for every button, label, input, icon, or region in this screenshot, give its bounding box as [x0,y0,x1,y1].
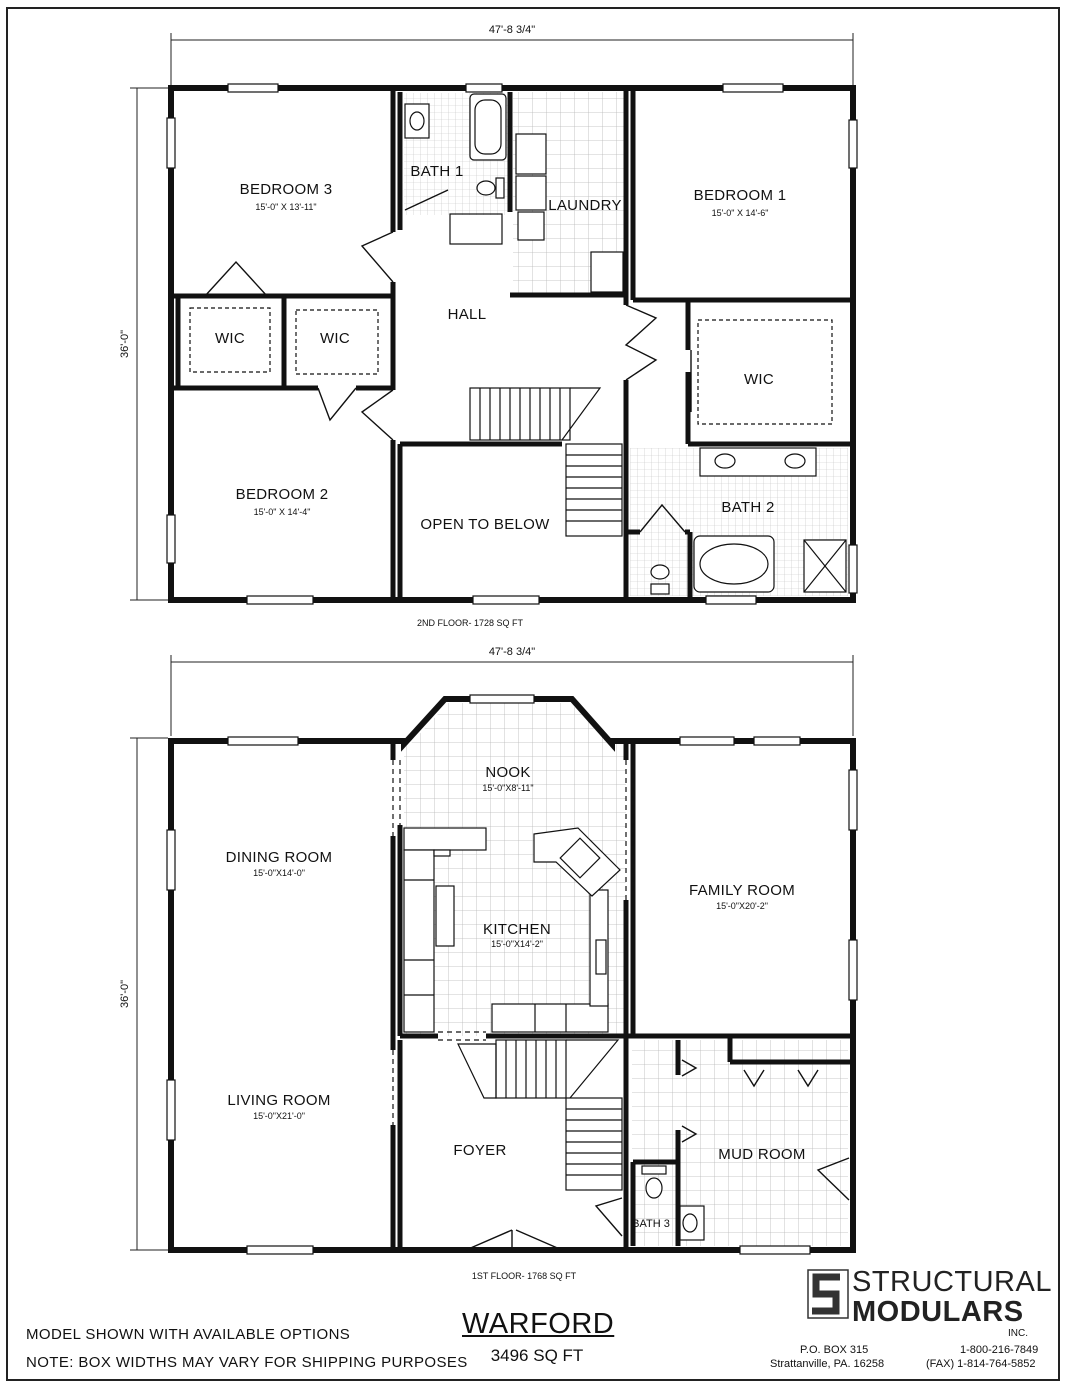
room-size-nook: 15'-0"X8'-11" [482,783,533,793]
upper-depth-dim-text: 36'-0" [119,330,131,358]
upper-depth-dimension [130,87,168,601]
upper-floor-plan: 47'-8 3/4" 36'-0" [119,24,858,628]
room-label-wic-left: WIC [215,330,245,347]
upper-windows [166,83,858,605]
lower-floor-caption: 1ST FLOOR- 1768 SQ FT [472,1271,577,1281]
room-label-living-room: LIVING ROOM [227,1092,330,1109]
room-label-bedroom-1: BEDROOM 1 [694,187,787,204]
model-name: WARFORD [462,1308,615,1341]
upper-doors [204,189,692,533]
model-sqft: 3496 SQ FT [490,1346,584,1365]
room-label-bath-2: BATH 2 [721,499,774,516]
upper-stairs [449,213,623,537]
company-address-line1: P.O. BOX 315 [800,1344,869,1356]
model-name-text: WARFORD [462,1308,615,1340]
room-label-dining-room: DINING ROOM [226,849,333,866]
upper-width-dim-text: 47'-8 3/4" [489,24,535,36]
upper-width-dimension [170,33,854,86]
room-size-bedroom-1: 15'-0" X 14'-6" [712,208,769,218]
company-fax: (FAX) 1-814-764-5852 [926,1358,1036,1370]
lower-doors [465,1059,850,1251]
company-suffix: INC. [1008,1328,1028,1339]
lower-width-dimension [170,655,854,736]
company-name-line1: STRUCTURAL [852,1266,1052,1298]
upper-fixtures [404,93,847,595]
upper-floor-caption: 2ND FLOOR- 1728 SQ FT [417,618,524,628]
room-size-bedroom-2: 15'-0" X 14'-4" [254,507,311,517]
room-label-bedroom-2: BEDROOM 2 [236,486,329,503]
upper-closet-shelves [189,307,833,425]
upper-interior-walls [171,88,853,600]
room-label-family-room: FAMILY ROOM [689,882,795,899]
note-model-options: MODEL SHOWN WITH AVAILABLE OPTIONS [26,1326,351,1343]
room-size-living-room: 15'-0"X21'-0" [253,1111,305,1121]
structural-modulars-logo-icon [807,1269,849,1319]
room-label-wic-right: WIC [744,371,774,388]
room-size-dining-room: 15'-0"X14'-0" [253,868,305,878]
lower-width-dim-text: 47'-8 3/4" [489,646,535,658]
room-size-family-room: 15'-0"X20'-2" [716,901,768,911]
lower-stairs [457,1039,623,1191]
note-box-widths: NOTE: BOX WIDTHS MAY VARY FOR SHIPPING P… [26,1354,468,1371]
room-size-kitchen: 15'-0"X14'-2" [491,939,543,949]
kitchen-counters [403,827,621,1033]
bath3-fixtures [641,1165,705,1241]
company-name-line2: MODULARS [852,1296,1024,1328]
room-label-bath-3: BATH 3 [632,1218,670,1230]
company-address-line2: Strattanville, PA. 16258 [770,1358,885,1370]
room-size-bedroom-3: 15'-0" X 13'-11" [255,202,316,212]
mud-room-tile [632,1040,848,1246]
room-label-mud-room: MUD ROOM [718,1146,805,1163]
lower-depth-dimension [130,737,168,1251]
room-label-kitchen: KITCHEN [483,921,551,938]
room-label-laundry: LAUNDRY [548,197,622,214]
lower-floor-plan: 47'-8 3/4" 36'-0" [119,646,858,1281]
room-label-nook: NOOK [485,764,530,781]
room-label-bedroom-3: BEDROOM 3 [240,181,333,198]
nook-kitchen-tile [404,703,626,1036]
lower-openings [392,760,634,1125]
lower-depth-dim-text: 36'-0" [119,980,131,1008]
lower-windows [166,694,858,1255]
room-label-wic-middle: WIC [320,330,350,347]
room-label-open-to-below: OPEN TO BELOW [420,516,550,533]
company-phone: 1-800-216-7849 [960,1344,1039,1356]
room-label-hall: HALL [448,306,487,323]
room-label-bath-1: BATH 1 [410,163,463,180]
room-label-foyer: FOYER [453,1142,506,1159]
